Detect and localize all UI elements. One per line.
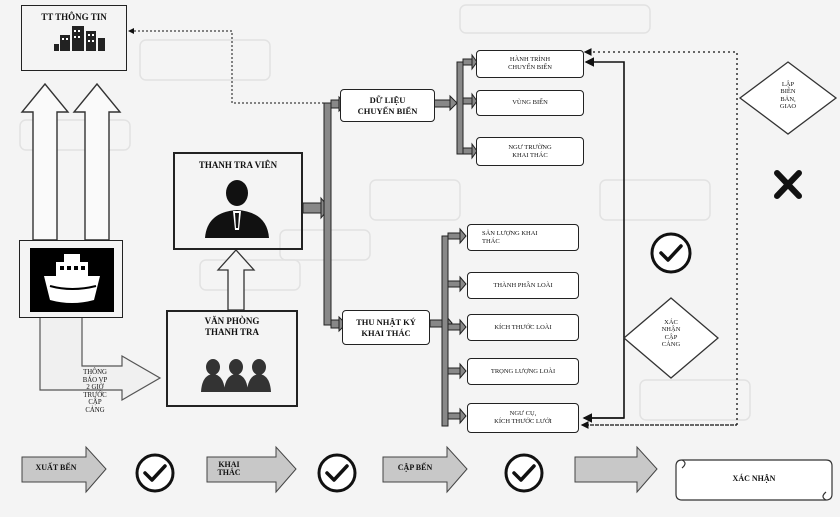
lap-bien-ban-label: LẬP BIÊN BẢN, GIAO bbox=[779, 81, 797, 111]
catch-item-trong-luong: TRỌNG LƯỢNG LOÀI bbox=[467, 358, 579, 385]
tt-thong-tin-box: TT THÔNG TIN bbox=[21, 5, 127, 71]
catch-item-label: SẢN LƯỢNG KHAI THÁC bbox=[482, 229, 538, 245]
route-item-vung-bien: VÙNG BIỂN bbox=[476, 90, 584, 116]
main-bus bbox=[302, 95, 347, 333]
cross-icon bbox=[774, 170, 802, 199]
route-item-hanh-trinh: HÀNH TRÌNH CHUYẾN BIỂN bbox=[476, 50, 584, 78]
step-arrows bbox=[21, 445, 658, 494]
scroll-shape bbox=[675, 459, 833, 501]
notify-arrow bbox=[39, 318, 162, 402]
dotted-data-link bbox=[128, 28, 340, 104]
tt-thong-tin-label: TT THÔNG TIN bbox=[41, 12, 107, 22]
diamond-xac-nhan bbox=[622, 297, 720, 379]
xac-nhan-cap-cang-label: XÁC NHẬN CẬP CẢNG bbox=[661, 319, 681, 349]
ship-icon bbox=[30, 248, 114, 312]
catch-item-label: TRỌNG LƯỢNG LOÀI bbox=[490, 367, 556, 375]
thong-bao-label: THÔNG BÁO VP 2 GIỜ TRƯỚC CẬP CẢNG bbox=[82, 369, 108, 415]
office-to-inspector-arrow bbox=[216, 249, 256, 311]
catch-bus bbox=[429, 227, 467, 427]
route-item-label: HÀNH TRÌNH CHUYẾN BIỂN bbox=[508, 56, 552, 71]
catch-item-thanh-phan: THÀNH PHẦN LOÀI bbox=[467, 272, 579, 299]
people-icon bbox=[201, 359, 271, 392]
inspector-icon bbox=[205, 180, 269, 238]
catch-item-ngu-cu: NGƯ CỤ, KÍCH THƯỚC LƯỚI bbox=[467, 403, 579, 433]
step-cap-ben-label: CẬP BẾN bbox=[397, 463, 433, 472]
ship-box bbox=[19, 240, 123, 318]
thu-nhat-ky-box: THU NHẬT KÝ KHAI THÁC bbox=[342, 310, 430, 345]
route-item-label: NGƯ TRƯỜNG KHAI THÁC bbox=[508, 143, 552, 159]
route-bus bbox=[433, 53, 478, 160]
feedback-line bbox=[584, 57, 625, 419]
van-phong-label: VĂN PHÒNG THANH TRA bbox=[204, 316, 260, 337]
catch-item-kich-thuoc: KÍCH THƯỚC LOÀI bbox=[467, 314, 579, 341]
background-texture bbox=[19, 4, 751, 421]
catch-item-san-luong: SẢN LƯỢNG KHAI THÁC bbox=[467, 224, 579, 251]
thu-nhat-ky-label: THU NHẬT KÝ KHAI THÁC bbox=[356, 317, 416, 338]
du-lieu-chuyen-bien-label: DỮ LIỆU CHUYẾN BIỂN bbox=[357, 95, 418, 116]
route-item-ngu-truong: NGƯ TRƯỜNG KHAI THÁC bbox=[476, 137, 584, 166]
step-xuat-ben-label: XUẤT BẾN bbox=[35, 463, 77, 472]
diamond-lap-bien-ban bbox=[738, 61, 838, 135]
thanh-tra-vien-label: THANH TRA VIÊN bbox=[198, 160, 278, 170]
building-icon bbox=[54, 26, 105, 51]
du-lieu-chuyen-bien-box: DỮ LIỆU CHUYẾN BIỂN bbox=[340, 89, 435, 122]
route-item-label: VÙNG BIỂN bbox=[512, 99, 548, 107]
catch-item-label: KÍCH THƯỚC LOÀI bbox=[494, 323, 552, 331]
dotted-outer-loop bbox=[582, 48, 738, 426]
check-icon bbox=[650, 232, 692, 274]
step-khai-thac-label: KHAI THÁC bbox=[217, 460, 241, 478]
van-phong-box: VĂN PHÒNG THANH TRA bbox=[166, 310, 298, 407]
up-arrows bbox=[20, 82, 122, 241]
catch-item-label: NGƯ CỤ, KÍCH THƯỚC LƯỚI bbox=[494, 410, 552, 425]
step-check-icons bbox=[135, 453, 544, 493]
catch-item-label: THÀNH PHẦN LOÀI bbox=[493, 281, 553, 289]
step-xac-nhan-label: XÁC NHẬN bbox=[732, 474, 776, 483]
thanh-tra-vien-box: THANH TRA VIÊN bbox=[173, 152, 303, 250]
